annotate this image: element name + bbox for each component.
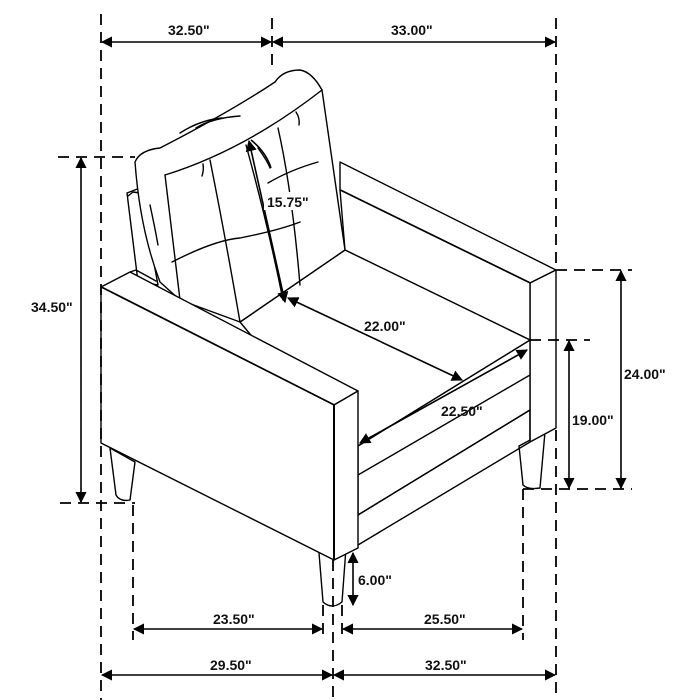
extension-lines (58, 14, 632, 700)
label-back-height: 15.75" (267, 194, 309, 210)
label-seat-width: 22.50" (441, 403, 483, 419)
chair-drawing (100, 69, 557, 607)
label-overall-height: 34.50" (31, 299, 73, 315)
label-inner-right-width: 25.50" (424, 611, 466, 627)
label-seat-height: 19.00" (572, 412, 614, 428)
label-leg-height: 6.00" (358, 572, 392, 588)
label-bottom-right-width: 32.50" (425, 657, 467, 673)
label-top-right-width: 33.00" (391, 22, 433, 38)
label-seat-depth: 22.00" (364, 318, 406, 334)
dimension-labels: 32.50" 33.00" 34.50" 15.75" 22.00" 22.50… (31, 22, 666, 673)
label-arm-height: 24.00" (624, 366, 666, 382)
dimension-arrows (75, 36, 627, 681)
right-arm (339, 161, 557, 443)
back-left-leg (109, 447, 136, 502)
backrest (134, 69, 346, 323)
label-inner-left-depth: 23.50" (213, 611, 255, 627)
label-top-left-width: 32.50" (168, 22, 210, 38)
label-bottom-left-depth: 29.50" (210, 657, 252, 673)
backrest-side (126, 187, 159, 286)
